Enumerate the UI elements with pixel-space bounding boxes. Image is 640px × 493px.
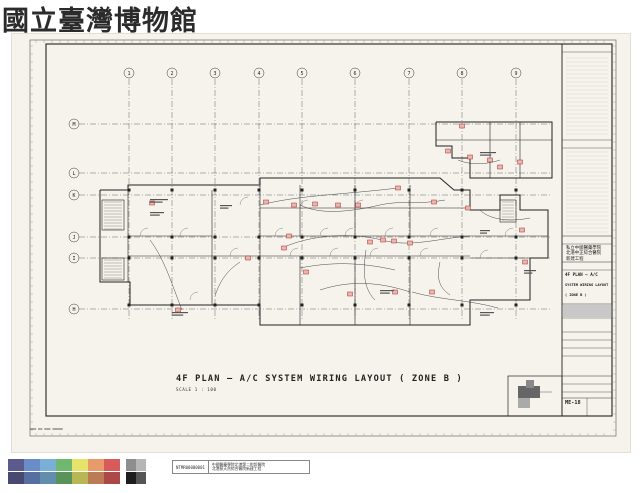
calibration-swatch xyxy=(88,472,104,484)
archive-id-label: NTMR00000001 中國醫藥學院北港第二附設醫院 北港蔡天然綜合醫院新建工… xyxy=(172,460,310,474)
ac-unit-marker xyxy=(459,123,465,129)
drawing-title: 4F PLAN — A/C SYSTEM WIRING LAYOUT ( ZON… xyxy=(176,374,463,384)
museum-watermark-title: 國立臺灣博物館 xyxy=(2,6,198,37)
calibration-swatch xyxy=(24,459,40,471)
ac-unit-marker xyxy=(517,159,523,165)
ac-unit-marker xyxy=(380,237,386,243)
grid-row-label: K xyxy=(72,193,75,199)
ac-unit-marker xyxy=(281,245,287,251)
ac-unit-marker xyxy=(445,148,451,154)
grid-row-label: L xyxy=(72,171,75,177)
border-ruler-ticks xyxy=(30,40,616,436)
ac-unit-marker xyxy=(407,240,413,246)
calibration-swatch xyxy=(104,459,120,471)
ac-unit-marker xyxy=(291,202,297,208)
title-block-drawing-title-2: SYSTEM WIRING LAYOUT xyxy=(565,283,609,287)
grid-row-label: M xyxy=(72,122,75,128)
ac-unit-marker xyxy=(487,157,493,163)
calibration-swatch xyxy=(56,459,72,471)
ac-unit-marker xyxy=(467,154,473,160)
ac-unit-marker xyxy=(335,202,341,208)
column-grid: 1 2 3 4 5 6 7 8 9M L K J I H xyxy=(68,67,552,320)
ac-unit-marker xyxy=(175,307,181,313)
grid-column-label: 5 xyxy=(300,71,303,77)
title-block-drawing-title-1: 4F PLAN — A/C xyxy=(565,272,598,277)
title-block-drawing-title-3: ( ZONE B ) xyxy=(565,293,587,297)
ac-unit-marker xyxy=(367,239,373,245)
calibration-swatch xyxy=(72,459,88,471)
calibration-swatch xyxy=(8,459,24,471)
title-block xyxy=(561,43,613,417)
ac-unit-marker xyxy=(391,238,397,244)
ac-unit-marker xyxy=(429,289,435,295)
calibration-swatch xyxy=(72,472,88,484)
grid-column-label: 3 xyxy=(213,71,216,77)
title-block-project: 私立中國醫藥學院 北港中正綜合醫院 新建工程 xyxy=(566,246,602,262)
ac-unit-marker xyxy=(286,233,292,239)
ac-unit-marker xyxy=(149,200,155,206)
calibration-swatch xyxy=(88,459,104,471)
ac-unit-marker xyxy=(245,255,251,261)
grid-column-label: 6 xyxy=(353,71,356,77)
ac-unit-marker xyxy=(395,185,401,191)
grid-column-label: 1 xyxy=(127,71,130,77)
calibration-swatch xyxy=(56,472,72,484)
grid-row-label: H xyxy=(72,307,75,313)
ac-unit-marker xyxy=(519,227,525,233)
ac-unit-marker xyxy=(263,199,269,205)
archive-id-line-1: 中國醫藥學院北港第二附設醫院 xyxy=(211,461,266,467)
grid-column-label: 2 xyxy=(170,71,173,77)
ac-unit-marker xyxy=(303,269,309,275)
key-plan xyxy=(507,375,563,417)
ac-unit-marker xyxy=(355,202,361,208)
grid-row-label: I xyxy=(72,256,75,262)
ac-unit-marker xyxy=(497,164,503,170)
grid-column-label: 9 xyxy=(514,71,517,77)
grid-column-label: 4 xyxy=(257,71,260,77)
calibration-swatch xyxy=(40,459,56,471)
calibration-swatch xyxy=(8,472,24,484)
grid-column-label: 7 xyxy=(407,71,410,77)
ac-unit-marker xyxy=(347,291,353,297)
wiring-runs xyxy=(149,159,531,311)
ac-unit-marker xyxy=(465,205,471,211)
ac-unit-marker xyxy=(392,289,398,295)
calibration-swatch xyxy=(40,472,56,484)
grid-row-label: J xyxy=(72,235,75,241)
color-calibration-strip xyxy=(8,459,168,484)
ac-unit-marker xyxy=(431,199,437,205)
archive-id-line-2: 北港蔡天然綜合醫院新建工程 xyxy=(211,466,262,471)
ac-unit-marker xyxy=(312,201,318,207)
archive-id-code: NTMR00000001 xyxy=(173,461,209,473)
calibration-swatch xyxy=(104,472,120,484)
sheet-number: ME-18 xyxy=(565,400,581,406)
drawing-scale: SCALE 1 : 100 xyxy=(176,387,217,392)
corner-stamp-note: ▬▬▬ ▬▬ ▬▬▬ ▬▬▬▬▬ xyxy=(30,427,63,431)
ac-unit-marker xyxy=(522,259,528,265)
grid-column-label: 8 xyxy=(460,71,463,77)
gray-scale-card xyxy=(126,459,146,484)
calibration-swatch xyxy=(24,472,40,484)
